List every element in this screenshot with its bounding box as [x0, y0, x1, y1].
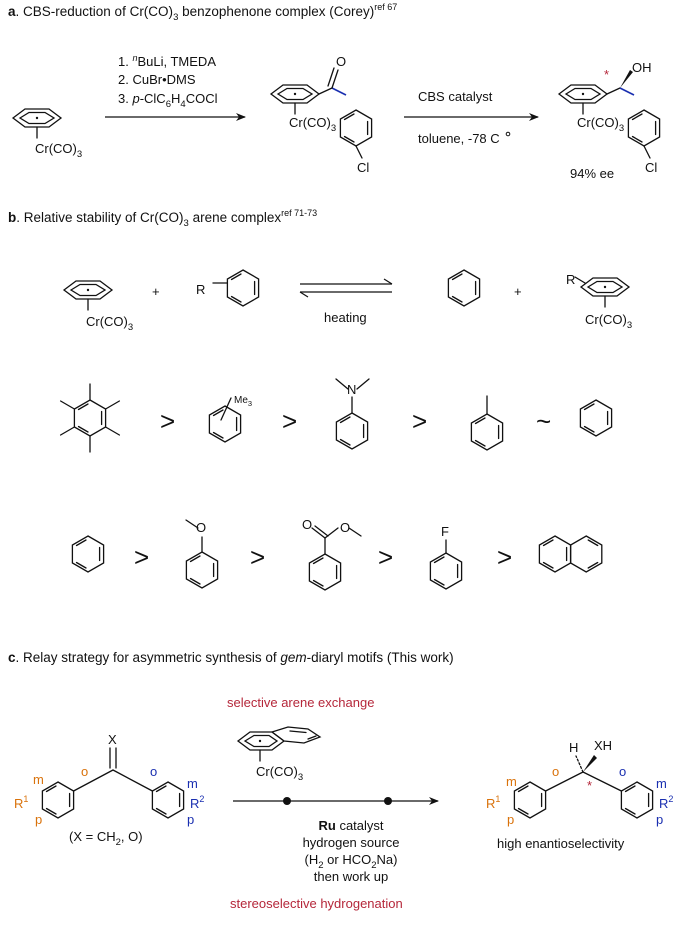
approx-sign: ~ — [536, 406, 551, 436]
para-left: p — [35, 812, 42, 827]
meta-left: m — [33, 772, 44, 787]
gt-7: > — [497, 542, 512, 572]
methyl-benzoate — [308, 525, 362, 591]
o-label-anisole: O — [196, 520, 206, 535]
plus-2: + — [514, 284, 522, 299]
panel-b: b. Relative stability of Cr(CO)3 arene c… — [8, 208, 632, 591]
relay-node-2 — [384, 797, 392, 805]
product-cr-label: Cr(CO)3 — [577, 115, 624, 134]
product-cl: Cl — [645, 160, 657, 175]
panel-c: c. Relay strategy for asymmetric synthes… — [8, 650, 673, 911]
workup-text: then work up — [314, 869, 388, 884]
ortho-left: o — [81, 764, 88, 779]
x-label: X — [108, 732, 117, 747]
ortho-right: o — [150, 764, 157, 779]
meta-right: m — [187, 776, 198, 791]
meta-right-product: m — [656, 776, 667, 791]
product-xh: XH — [594, 738, 612, 753]
step1-text: 1. nBuLi, TMEDA — [118, 53, 216, 69]
cbs-catalyst-text: CBS catalyst — [418, 89, 493, 104]
gt-2: > — [282, 406, 297, 436]
alcohol-product: OH * — [558, 60, 661, 159]
gt-5: > — [250, 542, 265, 572]
hexamethylbenzene — [59, 383, 121, 453]
hydrogen-source-text: hydrogen source — [303, 835, 400, 850]
para-left-product: p — [507, 812, 514, 827]
ee-label: 94% ee — [570, 166, 614, 181]
ketone-cr-label: Cr(CO)3 — [289, 115, 336, 134]
r2-product: R2 — [659, 794, 673, 811]
para-right: p — [187, 812, 194, 827]
relay-node-1 — [283, 797, 291, 805]
selective-exchange-label: selective arene exchange — [227, 695, 374, 710]
toluene — [470, 395, 504, 451]
cr-label-b1: Cr(CO)3 — [86, 314, 133, 333]
r1-label: R1 — [14, 794, 28, 811]
product-h: H — [569, 740, 578, 755]
hydrogen-options-text: (H2 or HCO2Na) — [305, 852, 398, 871]
degree-sign — [505, 131, 511, 137]
r1-product: R1 — [486, 794, 500, 811]
panel-b-title: b. Relative stability of Cr(CO)3 arene c… — [8, 208, 317, 229]
cr-benzene-complex — [12, 108, 62, 139]
ketone-oxygen: O — [336, 54, 346, 69]
benzene-ref — [579, 399, 613, 437]
panel-c-title: c. Relay strategy for asymmetric synthes… — [8, 650, 454, 665]
r2-label: R2 — [190, 794, 204, 811]
fluorobenzene — [429, 539, 463, 590]
anisole — [185, 519, 219, 589]
step2-text: 2. CuBr•DMS — [118, 72, 196, 87]
cr-substituted-arene — [574, 276, 630, 308]
ketone-complex: O — [270, 54, 373, 159]
product-star: * — [587, 778, 592, 793]
substituted-arene — [212, 269, 260, 307]
o-label-carbonyl: O — [302, 517, 312, 532]
panel-a-title: a. CBS-reduction of Cr(CO)3 benzophenone… — [8, 2, 397, 23]
x-definition: (X = CH2, O) — [69, 829, 143, 848]
naphthalene — [538, 535, 603, 573]
stereoselective-label: stereoselective hydrogenation — [230, 896, 403, 911]
free-benzene — [447, 269, 481, 307]
meta-left-product: m — [506, 774, 517, 789]
benzene-row2 — [71, 535, 105, 573]
trimethylbenzene — [208, 397, 242, 443]
cr-naphthalene — [236, 726, 322, 762]
cr-benzene-b — [63, 280, 113, 311]
high-ee-label: high enantioselectivity — [497, 836, 625, 851]
plus-1: + — [152, 284, 160, 299]
r-label-2: R — [566, 272, 575, 287]
gt-3: > — [412, 406, 427, 436]
n-label: N — [347, 382, 356, 397]
f-label: F — [441, 524, 449, 539]
start-cr-label: Cr(CO)3 — [35, 141, 82, 160]
ortho-right-product: o — [619, 764, 626, 779]
ketone-cl: Cl — [357, 160, 369, 175]
cr-label-b2: Cr(CO)3 — [585, 312, 632, 331]
cr-label-c: Cr(CO)3 — [256, 764, 303, 783]
diaryl-substrate — [41, 747, 185, 819]
para-right-product: p — [656, 812, 663, 827]
diaryl-product — [513, 755, 654, 819]
o-label-ester: O — [340, 520, 350, 535]
dimethylaniline — [335, 378, 370, 450]
heating-label: heating — [324, 310, 367, 325]
gt-6: > — [378, 542, 393, 572]
ortho-left-product: o — [552, 764, 559, 779]
product-stereocenter: * — [604, 67, 609, 82]
me3-label: Me3 — [234, 395, 252, 408]
r-label-1: R — [196, 282, 205, 297]
gt-1: > — [160, 406, 175, 436]
cbs-conditions-text: toluene, -78 C — [418, 131, 500, 146]
ru-catalyst-text: Ru catalyst — [318, 818, 383, 833]
panel-a: a. CBS-reduction of Cr(CO)3 benzophenone… — [8, 2, 661, 181]
product-oh: OH — [632, 60, 652, 75]
gt-4: > — [134, 542, 149, 572]
step3-text: 3. p-ClC6H4COCl — [118, 91, 218, 110]
